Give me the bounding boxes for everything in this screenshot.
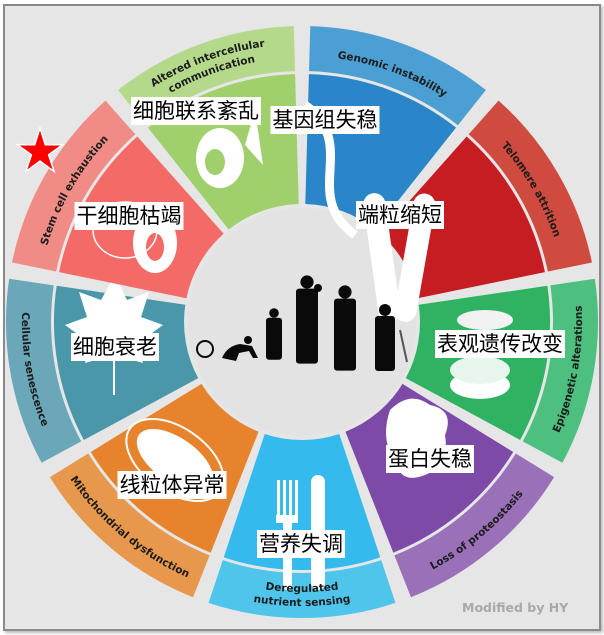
red-star-icon <box>14 125 66 174</box>
adult-with-child-icon <box>296 275 318 364</box>
intercellular-chinese-label: 细胞联系紊乱 <box>131 97 261 125</box>
telomere-chinese-label: 端粒缩短 <box>356 201 444 229</box>
walking-cane-icon <box>399 329 408 363</box>
cell-communication-icon <box>196 110 263 188</box>
credit-text: Modified by HY <box>462 600 569 615</box>
elderly-person-icon <box>375 304 395 371</box>
epigenetic-outer-band <box>522 278 598 463</box>
telomere-outer-band <box>468 100 592 272</box>
segment-senescence: Cellular senescence <box>6 275 199 463</box>
mito-outer-band <box>49 453 210 598</box>
proteostasis-outer-band <box>394 453 555 598</box>
genomic-chinese-label: 基因组失稳 <box>270 106 380 134</box>
nucleosome-icon <box>450 310 513 399</box>
mito-chinese-label: 线粒体异常 <box>117 471 227 499</box>
embryo-icon <box>196 340 214 358</box>
senescence-chinese-label: 细胞衰老 <box>71 333 159 361</box>
proteostasis-chinese-label: 蛋白失稳 <box>386 445 474 473</box>
nutrient-english-label: nutrient sensing <box>253 593 351 609</box>
nutrient-english-label: Deregulated <box>265 581 339 595</box>
stemcell-outer-band <box>12 100 136 272</box>
nutrient-english-line: nutrient sensing <box>253 593 351 609</box>
senescence-outer-band <box>6 278 82 463</box>
nutrient-english-line: Deregulated <box>265 581 339 595</box>
nutrient-chinese-label: 营养失调 <box>257 530 345 558</box>
nutrient-outer-band <box>208 560 396 618</box>
crawling-baby-icon <box>222 344 258 361</box>
genomic-outer-band <box>309 26 486 126</box>
human-life-stages-silhouettes <box>196 275 408 371</box>
stemcell-chinese-label: 干细胞枯竭 <box>74 202 184 230</box>
segment-epigenetic: Epigenetic alterations <box>405 278 598 463</box>
toddler-icon <box>266 308 282 360</box>
middle-aged-man-icon <box>334 285 356 371</box>
epigenetic-chinese-label: 表观遗传改变 <box>435 330 565 358</box>
